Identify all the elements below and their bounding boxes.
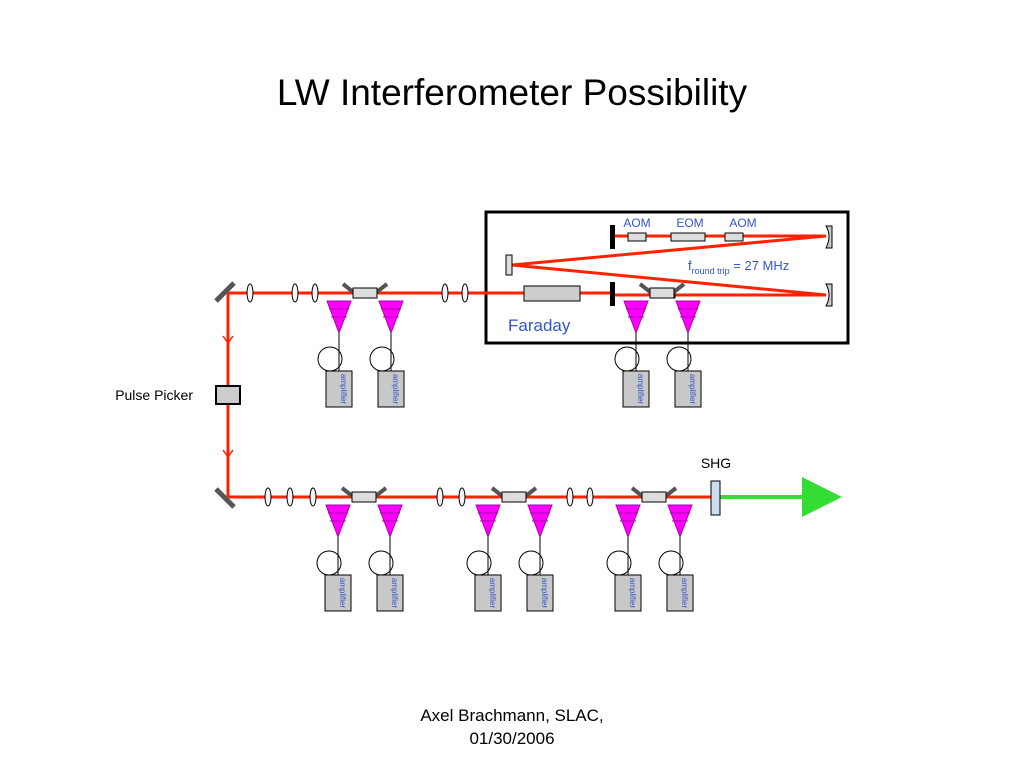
pump-diode-box — [324, 574, 352, 612]
lens — [309, 487, 317, 507]
pumped-amplifier-stage: amplifier amplifier — [614, 282, 702, 408]
footer-date: 01/30/2006 — [469, 729, 555, 748]
turning-mirror-top — [214, 281, 236, 303]
pump-branch: amplifier — [369, 300, 405, 408]
lens — [311, 283, 319, 303]
pulse-picker-label: Pulse Picker — [115, 387, 193, 403]
footer: Axel Brachmann, SLAC, 01/30/2006 — [0, 704, 1024, 750]
lens — [264, 487, 272, 507]
cavity-curved-mirror-top — [825, 225, 833, 249]
gain-crystal — [352, 287, 378, 299]
pumped-amplifier-stage: amplifier amplifier — [316, 486, 404, 612]
lens — [461, 283, 469, 303]
cavity-curved-mirror-bottom — [825, 283, 833, 307]
pump-diode-text: amplifier — [680, 578, 689, 609]
pump-diode-text: amplifier — [339, 374, 348, 405]
pump-branch: amplifier — [316, 504, 352, 612]
footer-author: Axel Brachmann, SLAC, — [420, 706, 604, 725]
gain-crystal — [501, 491, 527, 503]
round-trip-frequency: fround trip = 27 MHz — [688, 258, 789, 276]
shg-crystal — [710, 480, 721, 516]
pump-diode-box — [614, 574, 642, 612]
cavity-end-mirror-left — [505, 254, 513, 276]
pump-branch: amplifier — [317, 300, 353, 408]
fiber-coil — [369, 346, 395, 372]
pulse-picker-device — [215, 385, 241, 405]
pump-diode-box — [377, 370, 405, 408]
pump-diode-text: amplifier — [390, 578, 399, 609]
pump-diode-text: amplifier — [488, 578, 497, 609]
lens — [291, 283, 299, 303]
pump-diode-box — [376, 574, 404, 612]
pump-diode-text: amplifier — [338, 578, 347, 609]
fiber-coil — [317, 346, 343, 372]
fiber-coil — [316, 550, 342, 576]
turning-mirror-bottom — [214, 487, 236, 509]
aom-1-label: AOM — [623, 216, 650, 230]
pump-diode-box — [526, 574, 554, 612]
lens — [436, 487, 444, 507]
inset-frame — [484, 210, 850, 345]
fiber-coil — [606, 550, 632, 576]
pump-branch: amplifier — [466, 504, 502, 612]
pump-branch: amplifier — [658, 504, 694, 612]
pump-diode-box — [666, 574, 694, 612]
faraday-isolator — [523, 285, 581, 302]
lens — [458, 487, 466, 507]
fiber-coil — [666, 346, 692, 372]
lens — [246, 283, 254, 303]
eom-label: EOM — [676, 216, 703, 230]
fiber-coil — [614, 346, 640, 372]
fiber-coil — [658, 550, 684, 576]
lens — [441, 283, 449, 303]
lens — [566, 487, 574, 507]
aom-2-label: AOM — [729, 216, 756, 230]
pump-diode-box — [474, 574, 502, 612]
freq-symbol: f — [688, 258, 692, 273]
pump-branch: amplifier — [614, 300, 650, 408]
pumped-amplifier-stage: amplifier amplifier — [606, 486, 694, 612]
fiber-coil — [518, 550, 544, 576]
pump-diode-text: amplifier — [688, 374, 697, 405]
aom-1-crystal — [627, 232, 647, 242]
beam-direction-arrow-2 — [222, 449, 234, 459]
optics-layer — [246, 283, 594, 507]
ring-cavity-inset: AOM EOM AOM fround trip = 27 MHz Faraday — [484, 210, 850, 345]
pump-branch: amplifier — [666, 300, 702, 408]
cavity-mirror-bar-top — [610, 225, 615, 249]
lens — [586, 487, 594, 507]
gain-crystal — [351, 491, 377, 503]
pump-diode-text: amplifier — [636, 374, 645, 405]
cavity-mirror-bar-bottom — [610, 282, 615, 306]
gain-crystal — [649, 287, 675, 299]
aom-2-crystal — [724, 232, 744, 242]
beam-direction-arrow-1 — [222, 335, 234, 345]
fiber-coil — [368, 550, 394, 576]
pump-branch: amplifier — [606, 504, 642, 612]
pump-diode-text: amplifier — [391, 374, 400, 405]
pump-branch: amplifier — [368, 504, 404, 612]
eom-crystal — [670, 232, 706, 242]
freq-value: = 27 MHz — [730, 258, 790, 273]
pumped-amplifier-stage: amplifier amplifier — [466, 486, 554, 612]
pump-diode-text: amplifier — [628, 578, 637, 609]
gain-crystal — [641, 491, 667, 503]
slide-title: LW Interferometer Possibility — [276, 72, 748, 113]
faraday-label: Faraday — [508, 316, 571, 335]
pump-diode-text: amplifier — [540, 578, 549, 609]
fiber-coil — [466, 550, 492, 576]
pump-diode-box — [674, 370, 702, 408]
lens — [286, 487, 294, 507]
pump-branch: amplifier — [518, 504, 554, 612]
freq-subscript: round trip — [692, 266, 730, 276]
pumped-amplifier-stage: amplifier amplifier — [317, 282, 405, 408]
pump-diode-box — [325, 370, 353, 408]
shg-label: SHG — [701, 455, 731, 471]
pump-diode-box — [622, 370, 650, 408]
